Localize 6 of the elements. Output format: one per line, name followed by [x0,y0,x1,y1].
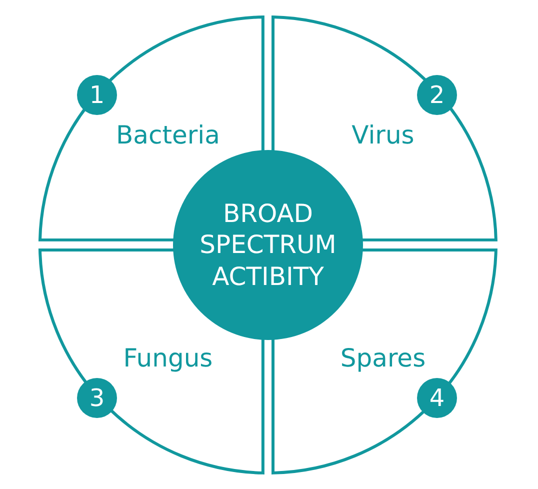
step-number: 3 [77,378,117,418]
center-label: BROAD SPECTRUM ACTIBITY [198,198,338,292]
segment-label: Bacteria [116,120,220,150]
segment-label: Virus [352,120,414,150]
segment-label: Spares [340,344,426,372]
segment-label: Fungus [123,344,213,372]
